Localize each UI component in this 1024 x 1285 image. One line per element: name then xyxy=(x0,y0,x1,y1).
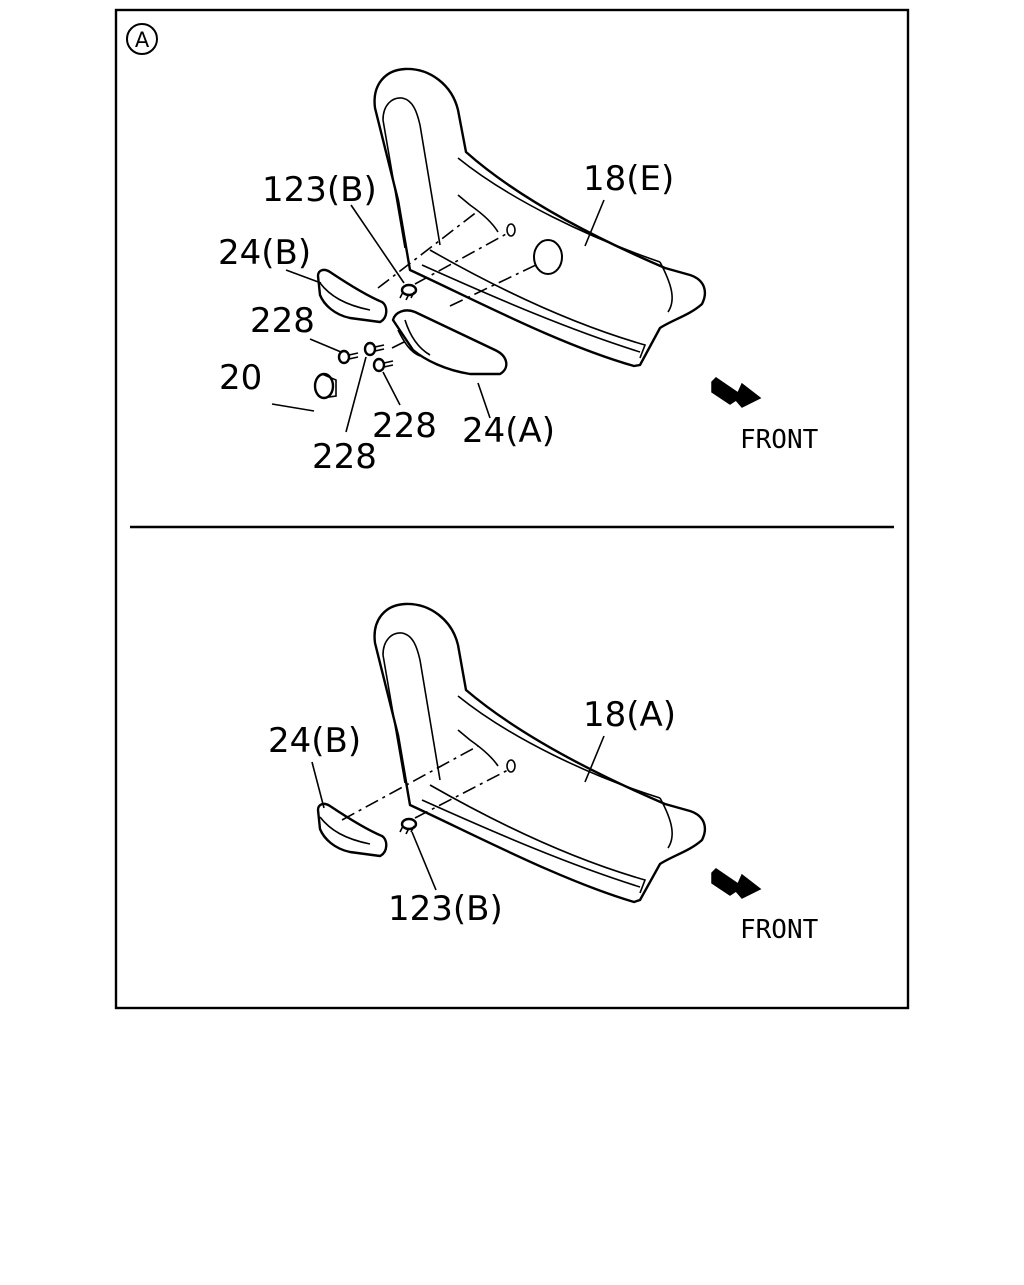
label-123b: 123(B) xyxy=(388,889,503,929)
label-24a: 24(A) xyxy=(462,411,555,451)
assembly-line xyxy=(414,769,509,819)
label-228-top: 228 xyxy=(250,301,315,341)
label-18e: 18(E) xyxy=(583,159,674,199)
label-24b: 24(B) xyxy=(218,233,311,273)
assembly-line xyxy=(391,339,409,349)
assembly-line xyxy=(414,232,509,285)
assembly-line xyxy=(341,745,479,821)
label-24b: 24(B) xyxy=(268,721,361,761)
label-228-mid: 228 xyxy=(372,406,437,446)
lower-panel: 24(B) 18(A) 123(B) FRONT xyxy=(268,602,819,945)
bracket-18e xyxy=(373,67,706,368)
diagram-frame xyxy=(114,8,910,1010)
label-123b: 123(B) xyxy=(262,170,377,210)
screw-123b-part xyxy=(399,817,418,835)
cap-20-part xyxy=(313,372,337,400)
assembly-line xyxy=(449,263,539,307)
view-marker-letter: A xyxy=(135,28,150,52)
front-arrow-icon xyxy=(711,868,762,899)
assembly-line xyxy=(377,210,479,289)
front-arrow-icon xyxy=(711,377,762,408)
upper-panel: 123(B) 18(E) 24(B) 228 20 228 24(A) 228 … xyxy=(218,67,819,477)
front-label: FRONT xyxy=(740,915,819,945)
screw-123b-part xyxy=(399,283,418,301)
label-20: 20 xyxy=(219,358,262,398)
label-18a: 18(A) xyxy=(583,695,676,735)
cover-24a-part xyxy=(391,309,508,376)
label-228-low: 228 xyxy=(312,437,377,477)
screw-228-parts xyxy=(337,341,394,373)
view-marker: A xyxy=(126,23,158,55)
bracket-18a xyxy=(373,602,706,904)
cover-24b-part xyxy=(316,268,388,324)
cover-24b-part xyxy=(316,802,388,858)
front-label: FRONT xyxy=(740,425,819,455)
